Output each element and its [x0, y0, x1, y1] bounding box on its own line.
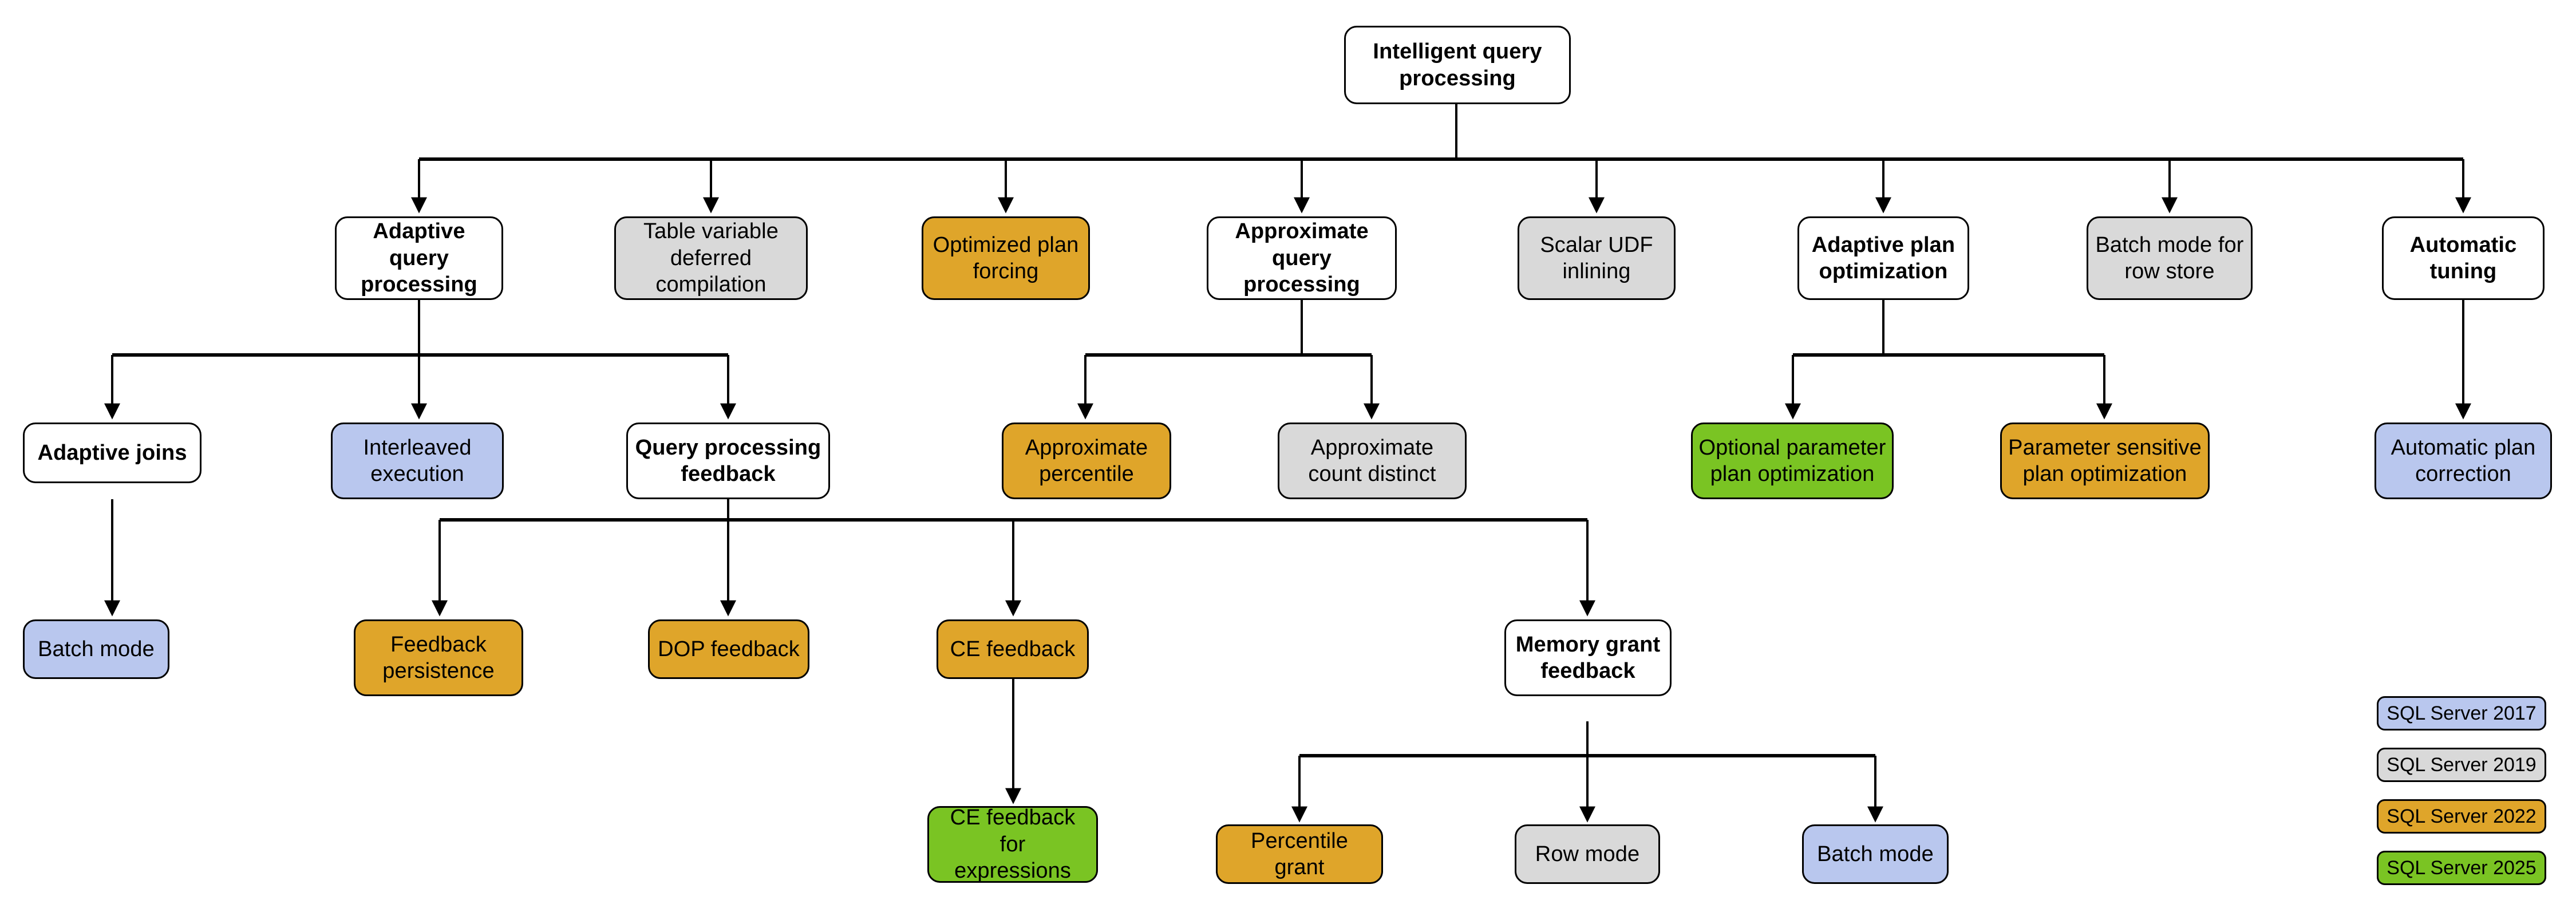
node-table-variable-deferred-compilation[interactable]: Table variable deferred compilation: [614, 216, 808, 300]
node-automatic-plan-correction[interactable]: Automatic plan correction: [2374, 423, 2552, 499]
node-ce-feedback[interactable]: CE feedback: [937, 619, 1089, 679]
node-memory-grant-feedback[interactable]: Memory grant feedback: [1504, 619, 1672, 696]
node-feedback-persistence[interactable]: Feedback persistence: [354, 619, 523, 696]
node-percentile-grant[interactable]: Percentile grant: [1216, 824, 1383, 884]
node-approximate-query-processing[interactable]: Approximate query processing: [1207, 216, 1397, 300]
node-batch-mode[interactable]: Batch mode: [23, 619, 169, 679]
legend-sql-server-2017: SQL Server 2017: [2377, 696, 2546, 731]
node-approximate-percentile[interactable]: Approximate percentile: [1002, 423, 1171, 499]
node-parameter-sensitive-plan-optimization[interactable]: Parameter sensitive plan optimization: [2000, 423, 2210, 499]
node-row-mode[interactable]: Row mode: [1515, 824, 1660, 884]
node-optimized-plan-forcing[interactable]: Optimized plan forcing: [922, 216, 1090, 300]
node-dop-feedback[interactable]: DOP feedback: [648, 619, 809, 679]
node-scalar-udf-inlining[interactable]: Scalar UDF inlining: [1518, 216, 1676, 300]
legend-sql-server-2019: SQL Server 2019: [2377, 748, 2546, 782]
node-adaptive-plan-optimization[interactable]: Adaptive plan optimization: [1797, 216, 1969, 300]
node-approximate-count-distinct[interactable]: Approximate count distinct: [1278, 423, 1467, 499]
node-adaptive-joins[interactable]: Adaptive joins: [23, 423, 202, 483]
node-interleaved-execution[interactable]: Interleaved execution: [331, 423, 504, 499]
node-optional-parameter-plan-optimization[interactable]: Optional parameter plan optimization: [1691, 423, 1894, 499]
node-query-processing-feedback[interactable]: Query processing feedback: [626, 423, 830, 499]
node-ce-feedback-for-expressions[interactable]: CE feedback for expressions: [927, 806, 1098, 883]
legend-sql-server-2022: SQL Server 2022: [2377, 799, 2546, 834]
node-batch-mode-for-row-store[interactable]: Batch mode for row store: [2087, 216, 2253, 300]
legend-sql-server-2025: SQL Server 2025: [2377, 851, 2546, 885]
node-intelligent-query-processing[interactable]: Intelligent query processing: [1344, 26, 1571, 104]
node-automatic-tuning[interactable]: Automatic tuning: [2382, 216, 2545, 300]
node-adaptive-query-processing[interactable]: Adaptive query processing: [335, 216, 503, 300]
node-batch-mode-mgf[interactable]: Batch mode: [1802, 824, 1949, 884]
